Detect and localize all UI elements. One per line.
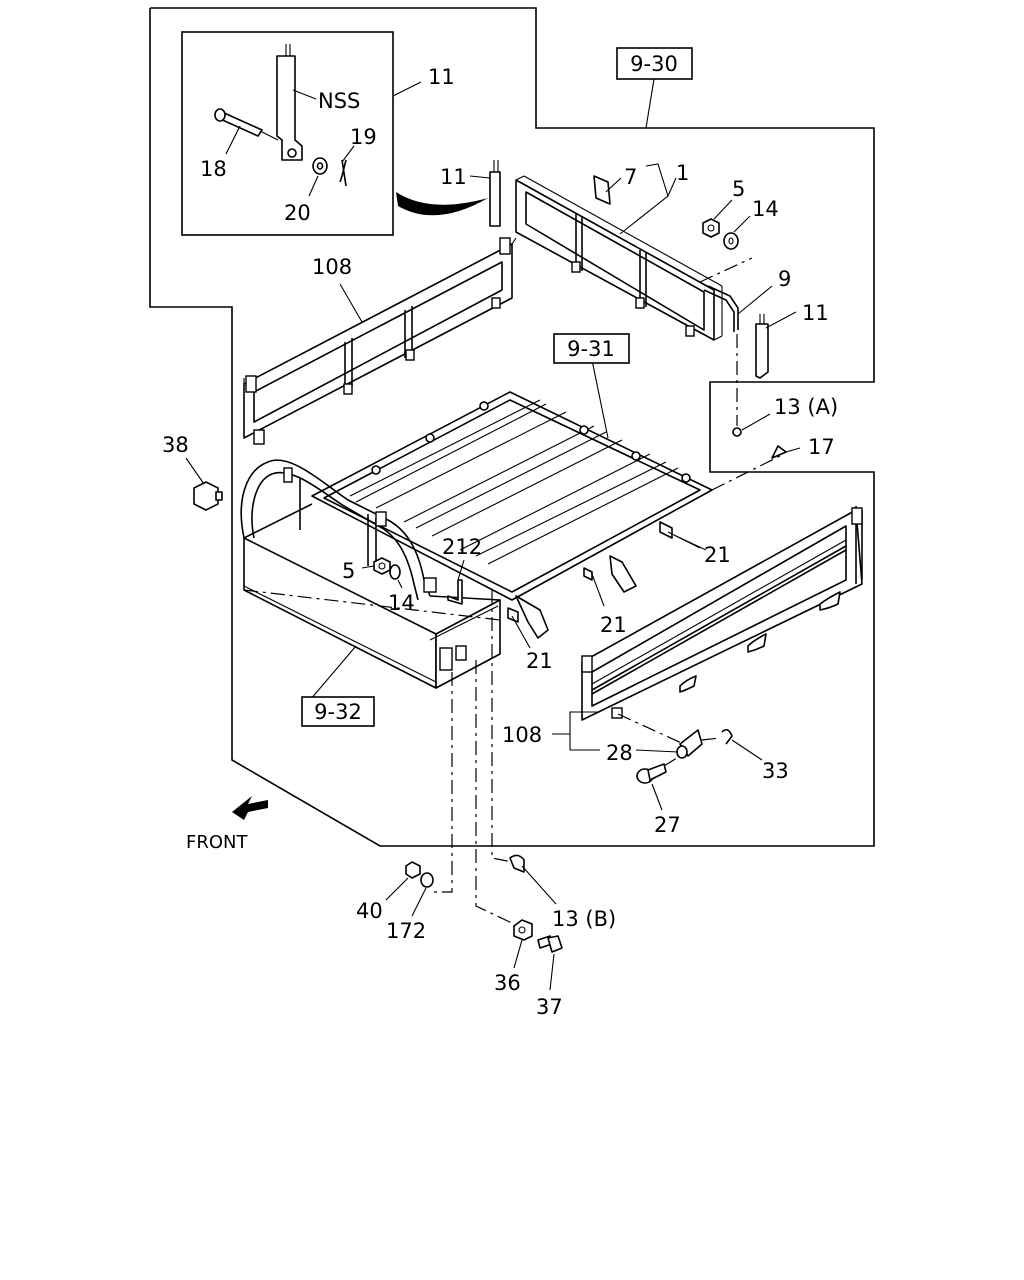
label-17: 17 <box>808 435 835 459</box>
label-18: 18 <box>200 157 227 181</box>
ref-box-9-31[interactable]: 9-31 <box>553 333 630 364</box>
label-11-top: 11 <box>440 165 467 189</box>
label-40: 40 <box>356 899 383 923</box>
pin-27 <box>636 763 667 784</box>
label-38: 38 <box>162 433 189 457</box>
label-108-right: 108 <box>502 723 542 747</box>
ref-9-32-label: 9-32 <box>314 700 362 724</box>
washer-14-top <box>723 232 739 250</box>
label-33: 33 <box>762 759 789 783</box>
inset-bracket-11 <box>276 44 303 161</box>
connector-38 <box>193 481 223 511</box>
label-14-top: 14 <box>752 197 779 221</box>
label-37: 37 <box>536 995 563 1019</box>
label-1: 1 <box>676 161 689 185</box>
label-9: 9 <box>778 267 791 291</box>
floor-supports <box>507 521 673 639</box>
bracket-212 <box>447 579 463 605</box>
nut-36 <box>513 919 533 941</box>
ref-box-9-32[interactable]: 9-32 <box>301 696 375 727</box>
bracket-11-right <box>755 314 769 379</box>
washer-14-mid <box>389 564 401 580</box>
inset-box <box>181 31 394 236</box>
label-36: 36 <box>494 971 521 995</box>
right-side-gate <box>581 506 863 721</box>
front-gate-bracket-11 <box>489 160 501 227</box>
label-108-left: 108 <box>312 255 352 279</box>
nut-5-mid <box>373 557 391 575</box>
clip-33 <box>721 728 733 745</box>
bolt-37 <box>537 935 563 953</box>
label-27: 27 <box>654 813 681 837</box>
label-14-mid: 14 <box>388 591 415 615</box>
label-front: FRONT <box>186 832 248 853</box>
label-172: 172 <box>386 919 426 943</box>
bolt-17 <box>771 445 787 459</box>
label-21-c: 21 <box>526 649 553 673</box>
body-frame <box>240 459 501 689</box>
label-19: 19 <box>350 125 377 149</box>
label-21-a: 21 <box>704 543 731 567</box>
left-side-gate <box>243 237 517 445</box>
label-20: 20 <box>284 201 311 225</box>
rod-9 <box>703 285 739 332</box>
label-21-b: 21 <box>600 613 627 637</box>
label-11-inset: 11 <box>428 65 455 89</box>
ref-9-30-label: 9-30 <box>630 52 678 76</box>
label-nss: NSS <box>318 89 360 113</box>
label-11-right: 11 <box>802 301 829 325</box>
platform-floor <box>311 391 713 601</box>
clip-13a <box>732 427 742 437</box>
front-arrow <box>232 796 268 820</box>
inset-cotter-19 <box>339 159 347 187</box>
label-5-mid: 5 <box>342 559 355 583</box>
ref-box-9-30[interactable]: 9-30 <box>616 47 693 80</box>
label-212: 212 <box>442 535 482 559</box>
nut-40 <box>405 861 421 879</box>
inset-pin-18 <box>214 108 279 141</box>
hinge-28 <box>676 729 703 759</box>
clip-13b <box>509 854 525 873</box>
detail-arrow <box>396 192 488 216</box>
group-boundary <box>149 7 875 847</box>
label-13a: 13 (A) <box>774 395 838 419</box>
front-gate <box>515 175 723 341</box>
label-28: 28 <box>606 741 633 765</box>
nut-5-top <box>702 218 720 238</box>
label-5-top: 5 <box>732 177 745 201</box>
inset-washer-20 <box>312 157 328 175</box>
label-13b: 13 (B) <box>552 907 616 931</box>
washer-172 <box>420 872 434 888</box>
label-7: 7 <box>624 165 637 189</box>
ref-9-31-label: 9-31 <box>567 337 615 361</box>
